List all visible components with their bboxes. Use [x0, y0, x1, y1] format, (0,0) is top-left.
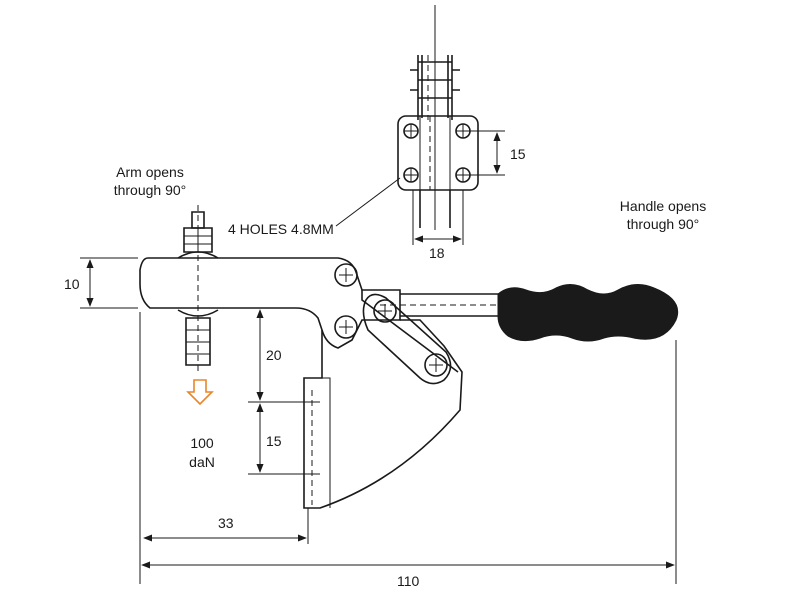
dim-overall-length-label: 110 [397, 573, 420, 589]
pivot-pin [334, 263, 358, 287]
dim-overall-length: 110 [139, 312, 677, 589]
handle-linkage [362, 293, 452, 385]
top-view: 15 18 [335, 5, 526, 261]
handle-rod [400, 293, 500, 317]
dim-reach: 33 [143, 508, 309, 544]
handle-grip [497, 284, 679, 342]
linkage-pin [373, 299, 397, 323]
arm-opens-label-line1: Arm opens [116, 164, 184, 180]
arm-opens-label-line2: through 90° [114, 182, 187, 198]
dim-lower-height: 15 [248, 403, 320, 475]
force-value-label: 100 [190, 435, 214, 451]
dim-upper-height-label: 20 [266, 347, 282, 363]
clamp-arm [139, 257, 401, 349]
dim-hole-spacing-label: 15 [510, 146, 526, 162]
linkage-pin [424, 353, 448, 377]
handle-opens-label-line2: through 90° [627, 216, 700, 232]
mounting-holes [403, 123, 471, 183]
holes-leader [335, 177, 401, 227]
base-plate [397, 115, 479, 191]
side-view [139, 205, 679, 509]
force-arrow-icon [186, 379, 214, 406]
mounting-hole [403, 123, 419, 139]
mounting-hole [403, 167, 419, 183]
mounting-hole [455, 167, 471, 183]
dim-base-width-label: 18 [429, 245, 445, 261]
pivot-pin [334, 315, 358, 339]
dim-reach-label: 33 [218, 515, 234, 531]
dim-hole-spacing: 15 [470, 130, 526, 176]
holes-label: 4 HOLES 4.8MM [228, 221, 334, 237]
top-view-spindle [410, 55, 460, 120]
force-unit-label: daN [189, 454, 215, 470]
clamp-body [303, 319, 463, 509]
dim-upper-height: 20 [248, 307, 320, 403]
mounting-hole [455, 123, 471, 139]
dim-arm-thickness-label: 10 [64, 276, 80, 292]
dim-lower-height-label: 15 [266, 433, 282, 449]
dim-arm-thickness: 10 [64, 257, 138, 309]
spindle-bolt [177, 205, 219, 372]
handle-opens-label-line1: Handle opens [620, 198, 706, 214]
dim-base-width: 18 [412, 190, 464, 261]
